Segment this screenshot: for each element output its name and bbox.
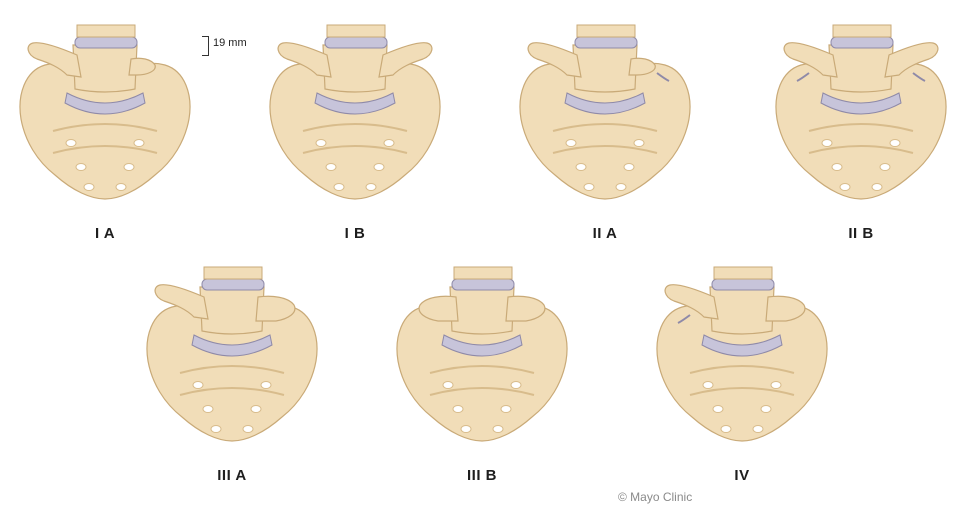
sacral-foramen <box>713 406 723 413</box>
panel-label: II B <box>771 225 951 242</box>
sacral-foramen <box>822 140 832 147</box>
l5-vertebral-body <box>73 45 137 92</box>
sacral-foramen <box>84 184 94 191</box>
left-transverse-process <box>419 296 458 321</box>
sacral-foramen <box>366 184 376 191</box>
sacral-foramen <box>66 140 76 147</box>
panel-type-iv: IV <box>652 257 832 447</box>
upper-intervertebral-disc <box>575 37 637 48</box>
sacral-foramen <box>616 184 626 191</box>
sacrum-illustration <box>771 15 951 205</box>
sacral-foramen <box>771 382 781 389</box>
sacral-foramen <box>251 406 261 413</box>
right-transverse-process <box>629 58 655 75</box>
upper-intervertebral-disc <box>202 279 264 290</box>
panel-type-iiia: III A <box>142 257 322 447</box>
sacrum-illustration <box>15 15 195 205</box>
sacral-foramen <box>384 140 394 147</box>
l5-vertebral-body <box>829 45 893 92</box>
sacral-foramen <box>193 382 203 389</box>
sacral-foramen <box>761 406 771 413</box>
upper-intervertebral-disc <box>452 279 514 290</box>
upper-intervertebral-disc <box>831 37 893 48</box>
l4-vertebral-stub <box>454 267 512 279</box>
right-transverse-process <box>766 296 805 321</box>
scale-bracket-icon <box>202 36 209 56</box>
sacral-foramen <box>443 382 453 389</box>
sacral-foramen <box>840 184 850 191</box>
l5-vertebral-body <box>710 287 774 334</box>
sacral-foramen <box>584 184 594 191</box>
l4-vertebral-stub <box>77 25 135 37</box>
sacral-foramen <box>566 140 576 147</box>
sacral-foramen <box>134 140 144 147</box>
l4-vertebral-stub <box>204 267 262 279</box>
sacral-foramen <box>326 164 336 171</box>
sacral-foramen <box>880 164 890 171</box>
sacral-foramen <box>334 184 344 191</box>
sacral-foramen <box>576 164 586 171</box>
sacral-foramen <box>374 164 384 171</box>
sacrum-illustration <box>142 257 322 447</box>
l4-vertebral-stub <box>327 25 385 37</box>
sacral-foramen <box>501 406 511 413</box>
sacral-foramen <box>832 164 842 171</box>
sacral-foramen <box>203 406 213 413</box>
sacral-foramen <box>124 164 134 171</box>
sacrum-illustration <box>265 15 445 205</box>
sacral-foramen <box>511 382 521 389</box>
sacral-foramen <box>721 426 731 433</box>
panel-label: III A <box>142 467 322 484</box>
sacral-foramen <box>634 140 644 147</box>
right-transverse-process <box>506 296 545 321</box>
upper-intervertebral-disc <box>325 37 387 48</box>
scale-indicator: 19 mm <box>202 36 272 56</box>
sacral-foramen <box>453 406 463 413</box>
sacral-foramen <box>461 426 471 433</box>
scale-note: 19 mm <box>213 37 247 49</box>
sacral-foramen <box>76 164 86 171</box>
sacral-foramen <box>872 184 882 191</box>
sacral-foramen <box>753 426 763 433</box>
right-transverse-process <box>256 296 295 321</box>
panel-label: IV <box>652 467 832 484</box>
l5-vertebral-body <box>573 45 637 92</box>
sacral-foramen <box>243 426 253 433</box>
sacrum-illustration <box>515 15 695 205</box>
panel-label: I A <box>15 225 195 242</box>
panel-type-ia: I A <box>15 15 195 205</box>
image-credit: © Mayo Clinic <box>618 490 692 504</box>
sacral-foramen <box>116 184 126 191</box>
sacral-foramen <box>624 164 634 171</box>
sacral-foramen <box>890 140 900 147</box>
l5-vertebral-body <box>323 45 387 92</box>
sacral-foramen <box>211 426 221 433</box>
panel-type-iia: II A <box>515 15 695 205</box>
l4-vertebral-stub <box>577 25 635 37</box>
upper-intervertebral-disc <box>75 37 137 48</box>
panel-type-ib: I B <box>265 15 445 205</box>
sacrum-illustration <box>392 257 572 447</box>
sacral-foramen <box>493 426 503 433</box>
upper-intervertebral-disc <box>712 279 774 290</box>
panel-label: II A <box>515 225 695 242</box>
panel-type-iib: II B <box>771 15 951 205</box>
sacral-foramen <box>703 382 713 389</box>
right-transverse-process <box>129 58 155 75</box>
sacral-foramen <box>316 140 326 147</box>
sacrum-illustration <box>652 257 832 447</box>
panel-type-iiib: III B <box>392 257 572 447</box>
l4-vertebral-stub <box>714 267 772 279</box>
l5-vertebral-body <box>200 287 264 334</box>
panel-label: I B <box>265 225 445 242</box>
panel-label: III B <box>392 467 572 484</box>
l4-vertebral-stub <box>833 25 891 37</box>
l5-vertebral-body <box>450 287 514 334</box>
sacral-foramen <box>261 382 271 389</box>
